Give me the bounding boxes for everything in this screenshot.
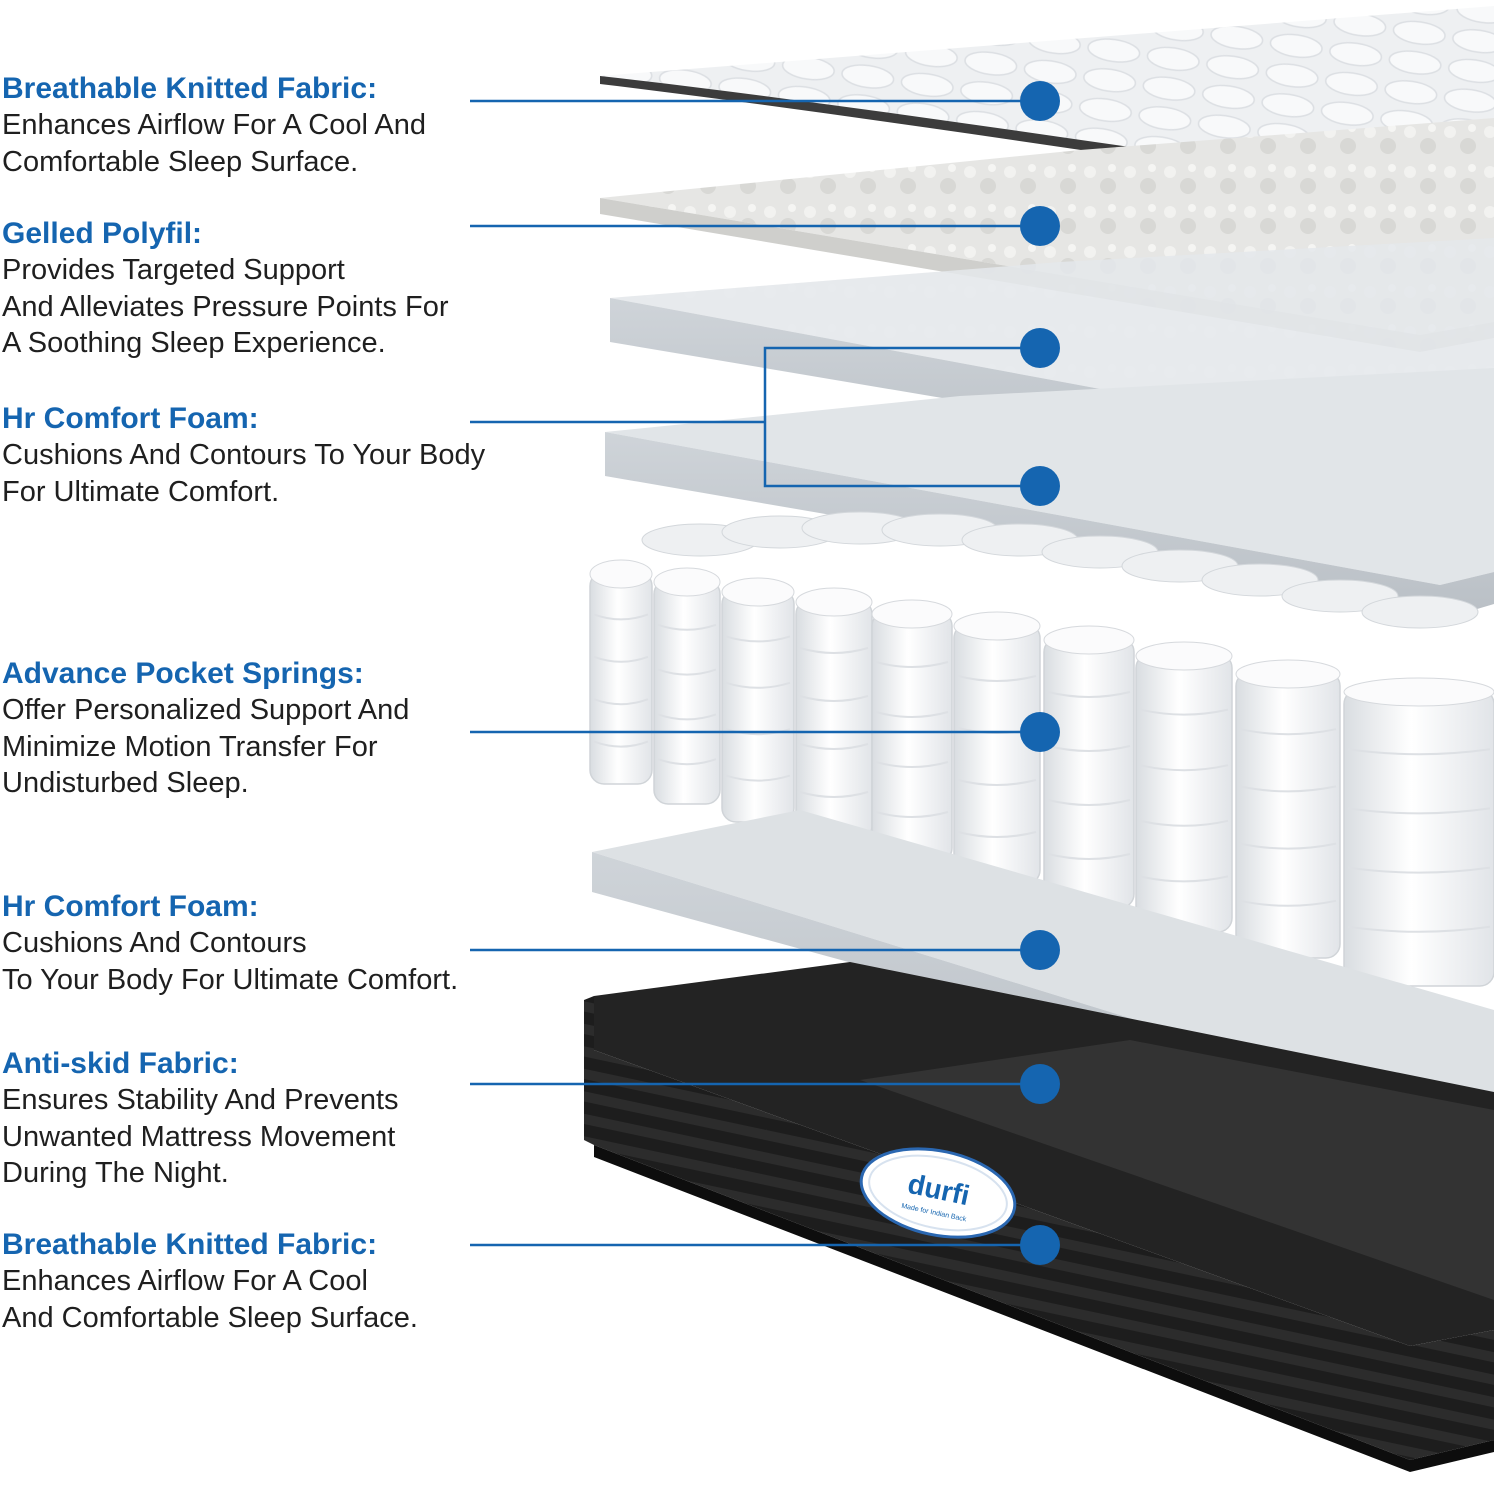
- spring-coil: [1235, 659, 1341, 959]
- callout-title: Gelled Polyfil:: [2, 217, 203, 250]
- callout-title: Breathable Knitted Fabric:: [2, 1228, 378, 1261]
- spring-coil: [1135, 641, 1233, 933]
- callout-anti-skid: Anti-skid Fabric: Ensures Stability And …: [2, 1046, 562, 1192]
- callout-knitted-fabric-bottom: Breathable Knitted Fabric: Enhances Airf…: [2, 1227, 562, 1336]
- marker-dot: [1020, 466, 1060, 506]
- marker-dot: [1020, 328, 1060, 368]
- callout-description: Cushions And Contours To Your Body For U…: [2, 927, 459, 996]
- marker-dot: [1020, 1225, 1060, 1265]
- callout-title: Advance Pocket Springs:: [2, 657, 364, 690]
- callout-gelled-polyfil: Gelled Polyfil: Provides Targeted Suppor…: [2, 216, 562, 362]
- callout-knitted-fabric-top: Breathable Knitted Fabric: Enhances Airf…: [2, 71, 562, 180]
- brand-badge: durfi Made for Indian Back: [859, 1147, 1017, 1239]
- spring-top: [1361, 595, 1479, 629]
- callout-description: Enhances Airflow For A Cool And Comforta…: [2, 1265, 418, 1334]
- leader-line-hr-foam-bracket-v: [763, 346, 1040, 488]
- layer-markers: [1020, 81, 1060, 1265]
- callout-description: Cushions And Contours To Your Body For U…: [2, 439, 486, 508]
- callout-title: Hr Comfort Foam:: [2, 890, 259, 923]
- marker-dot: [1020, 712, 1060, 752]
- spring-coil: [871, 599, 953, 863]
- marker-dot: [1020, 1064, 1060, 1104]
- callout-title: Anti-skid Fabric:: [2, 1047, 239, 1080]
- callout-description: Provides Targeted Support And Alleviates…: [2, 254, 449, 359]
- spring-coil: [1343, 677, 1494, 987]
- marker-dot: [1020, 81, 1060, 121]
- marker-dot: [1020, 930, 1060, 970]
- callout-description: Ensures Stability And Prevents Unwanted …: [2, 1084, 399, 1189]
- spring-coil: [795, 587, 873, 841]
- callout-hr-foam-top: Hr Comfort Foam: Cushions And Contours T…: [2, 401, 562, 510]
- callout-description: Offer Personalized Support And Minimize …: [2, 694, 410, 799]
- spring-coil: [721, 577, 795, 823]
- layer-pocket-springs: [589, 511, 1494, 987]
- spring-coil: [953, 611, 1041, 885]
- callout-hr-foam-bottom: Hr Comfort Foam: Cushions And Contours T…: [2, 889, 562, 998]
- spring-coil: [589, 559, 653, 785]
- spring-coil: [653, 567, 721, 805]
- leader-lines: [470, 99, 1040, 1247]
- spring-coil: [1043, 625, 1135, 909]
- callout-title: Hr Comfort Foam:: [2, 402, 259, 435]
- callout-title: Breathable Knitted Fabric:: [2, 72, 378, 105]
- callout-pocket-springs: Advance Pocket Springs: Offer Personaliz…: [2, 656, 562, 802]
- marker-dot: [1020, 206, 1060, 246]
- callout-description: Enhances Airflow For A Cool And Comforta…: [2, 109, 426, 178]
